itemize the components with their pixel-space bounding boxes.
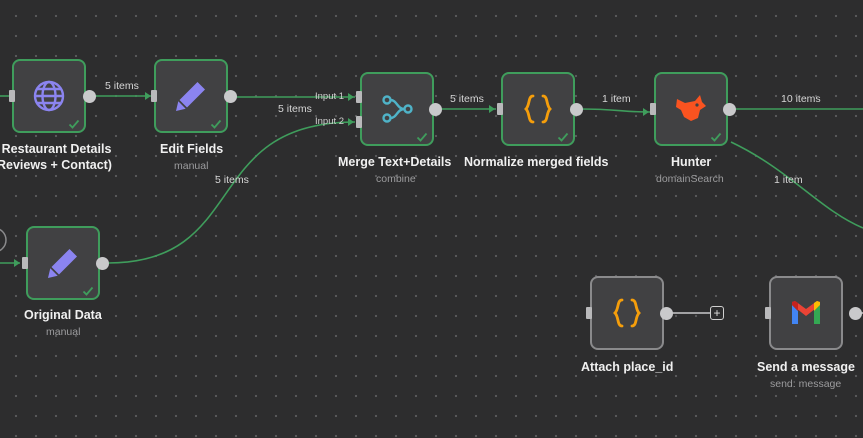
globe-icon [31, 78, 67, 114]
success-check-icon [210, 118, 222, 130]
fox-icon [673, 91, 709, 127]
arrow-head [14, 259, 20, 267]
input-handle[interactable] [151, 90, 157, 102]
node-subtitle: send: message [770, 378, 842, 390]
connection-normalize-to-hunter [577, 108, 651, 113]
edge-label-hunter-out-bottom: 1 item [774, 174, 803, 186]
success-check-icon [68, 118, 80, 130]
node-title: Merge Text+Details [338, 155, 452, 169]
node-normalize-merged-fields[interactable] [501, 72, 575, 146]
input-handle[interactable] [765, 307, 771, 319]
edge-label-hunter-out-top: 10 items [781, 93, 821, 105]
output-handle[interactable] [723, 103, 736, 116]
input-handle[interactable] [497, 103, 503, 115]
success-check-icon [416, 131, 428, 143]
arrow-head [145, 92, 151, 100]
gmail-icon [788, 295, 824, 331]
edge-label-details-to-edit: 5 items [105, 80, 139, 92]
input-label-1: Input 1 [315, 91, 345, 102]
node-title: Original Data [24, 308, 102, 322]
edge-label-normalize-to-hunter: 1 item [602, 93, 631, 105]
connection-original-to-merge [107, 121, 356, 264]
node-title: Attach place_id [581, 360, 674, 374]
node-hunter[interactable] [654, 72, 728, 146]
input-handle-1[interactable] [356, 91, 362, 103]
output-handle[interactable] [570, 103, 583, 116]
node-title-line1: t Restaurant Details [0, 142, 112, 156]
input-handle[interactable] [22, 257, 28, 269]
edge-label-original-to-merge: 5 items [215, 174, 249, 186]
output-handle[interactable] [83, 90, 96, 103]
edge-label-merge-to-normalize: 5 items [450, 93, 484, 105]
node-subtitle: manual [46, 326, 81, 338]
input-handle-2[interactable] [356, 116, 362, 128]
node-subtitle: domainSearch [656, 173, 724, 185]
output-handle[interactable] [429, 103, 442, 116]
success-check-icon [710, 131, 722, 143]
input-handle[interactable] [650, 103, 656, 115]
code-braces-icon [609, 295, 645, 331]
output-handle[interactable] [96, 257, 109, 270]
arrow-head [643, 108, 649, 116]
node-subtitle: manual [174, 160, 209, 172]
pencil-icon [173, 78, 209, 114]
success-check-icon [82, 285, 94, 297]
output-handle[interactable] [660, 307, 673, 320]
node-title: Edit Fields [160, 142, 224, 156]
add-node-button[interactable]: + [710, 306, 724, 320]
node-subtitle: combine [376, 173, 416, 185]
output-handle[interactable] [849, 307, 862, 320]
merge-icon [379, 91, 415, 127]
node-title: Hunter [671, 155, 712, 169]
input-handle[interactable] [586, 307, 592, 319]
edge-label-edit-to-merge: 5 items [278, 103, 312, 115]
success-check-icon [557, 131, 569, 143]
node-attach-place-id[interactable] [590, 276, 664, 350]
arrow-head [489, 105, 495, 113]
node-title: Normalize merged fields [464, 155, 609, 169]
node-send-a-message[interactable] [769, 276, 843, 350]
connection-hunter-out-bottom [730, 141, 863, 229]
arrow-head [348, 93, 354, 101]
node-title: Send a message [757, 360, 855, 374]
output-handle[interactable] [224, 90, 237, 103]
node-merge[interactable] [360, 72, 434, 146]
code-braces-icon [520, 91, 556, 127]
node-get-restaurant-details[interactable] [12, 59, 86, 133]
input-handle[interactable] [9, 90, 15, 102]
input-label-2: Input 2 [315, 116, 345, 127]
pencil-icon [45, 245, 81, 281]
partial-node-edge [0, 228, 7, 252]
node-edit-fields[interactable] [154, 59, 228, 133]
node-original-data[interactable] [26, 226, 100, 300]
node-title-line2: Reviews + Contact) [0, 158, 112, 172]
arrow-head [348, 118, 354, 126]
